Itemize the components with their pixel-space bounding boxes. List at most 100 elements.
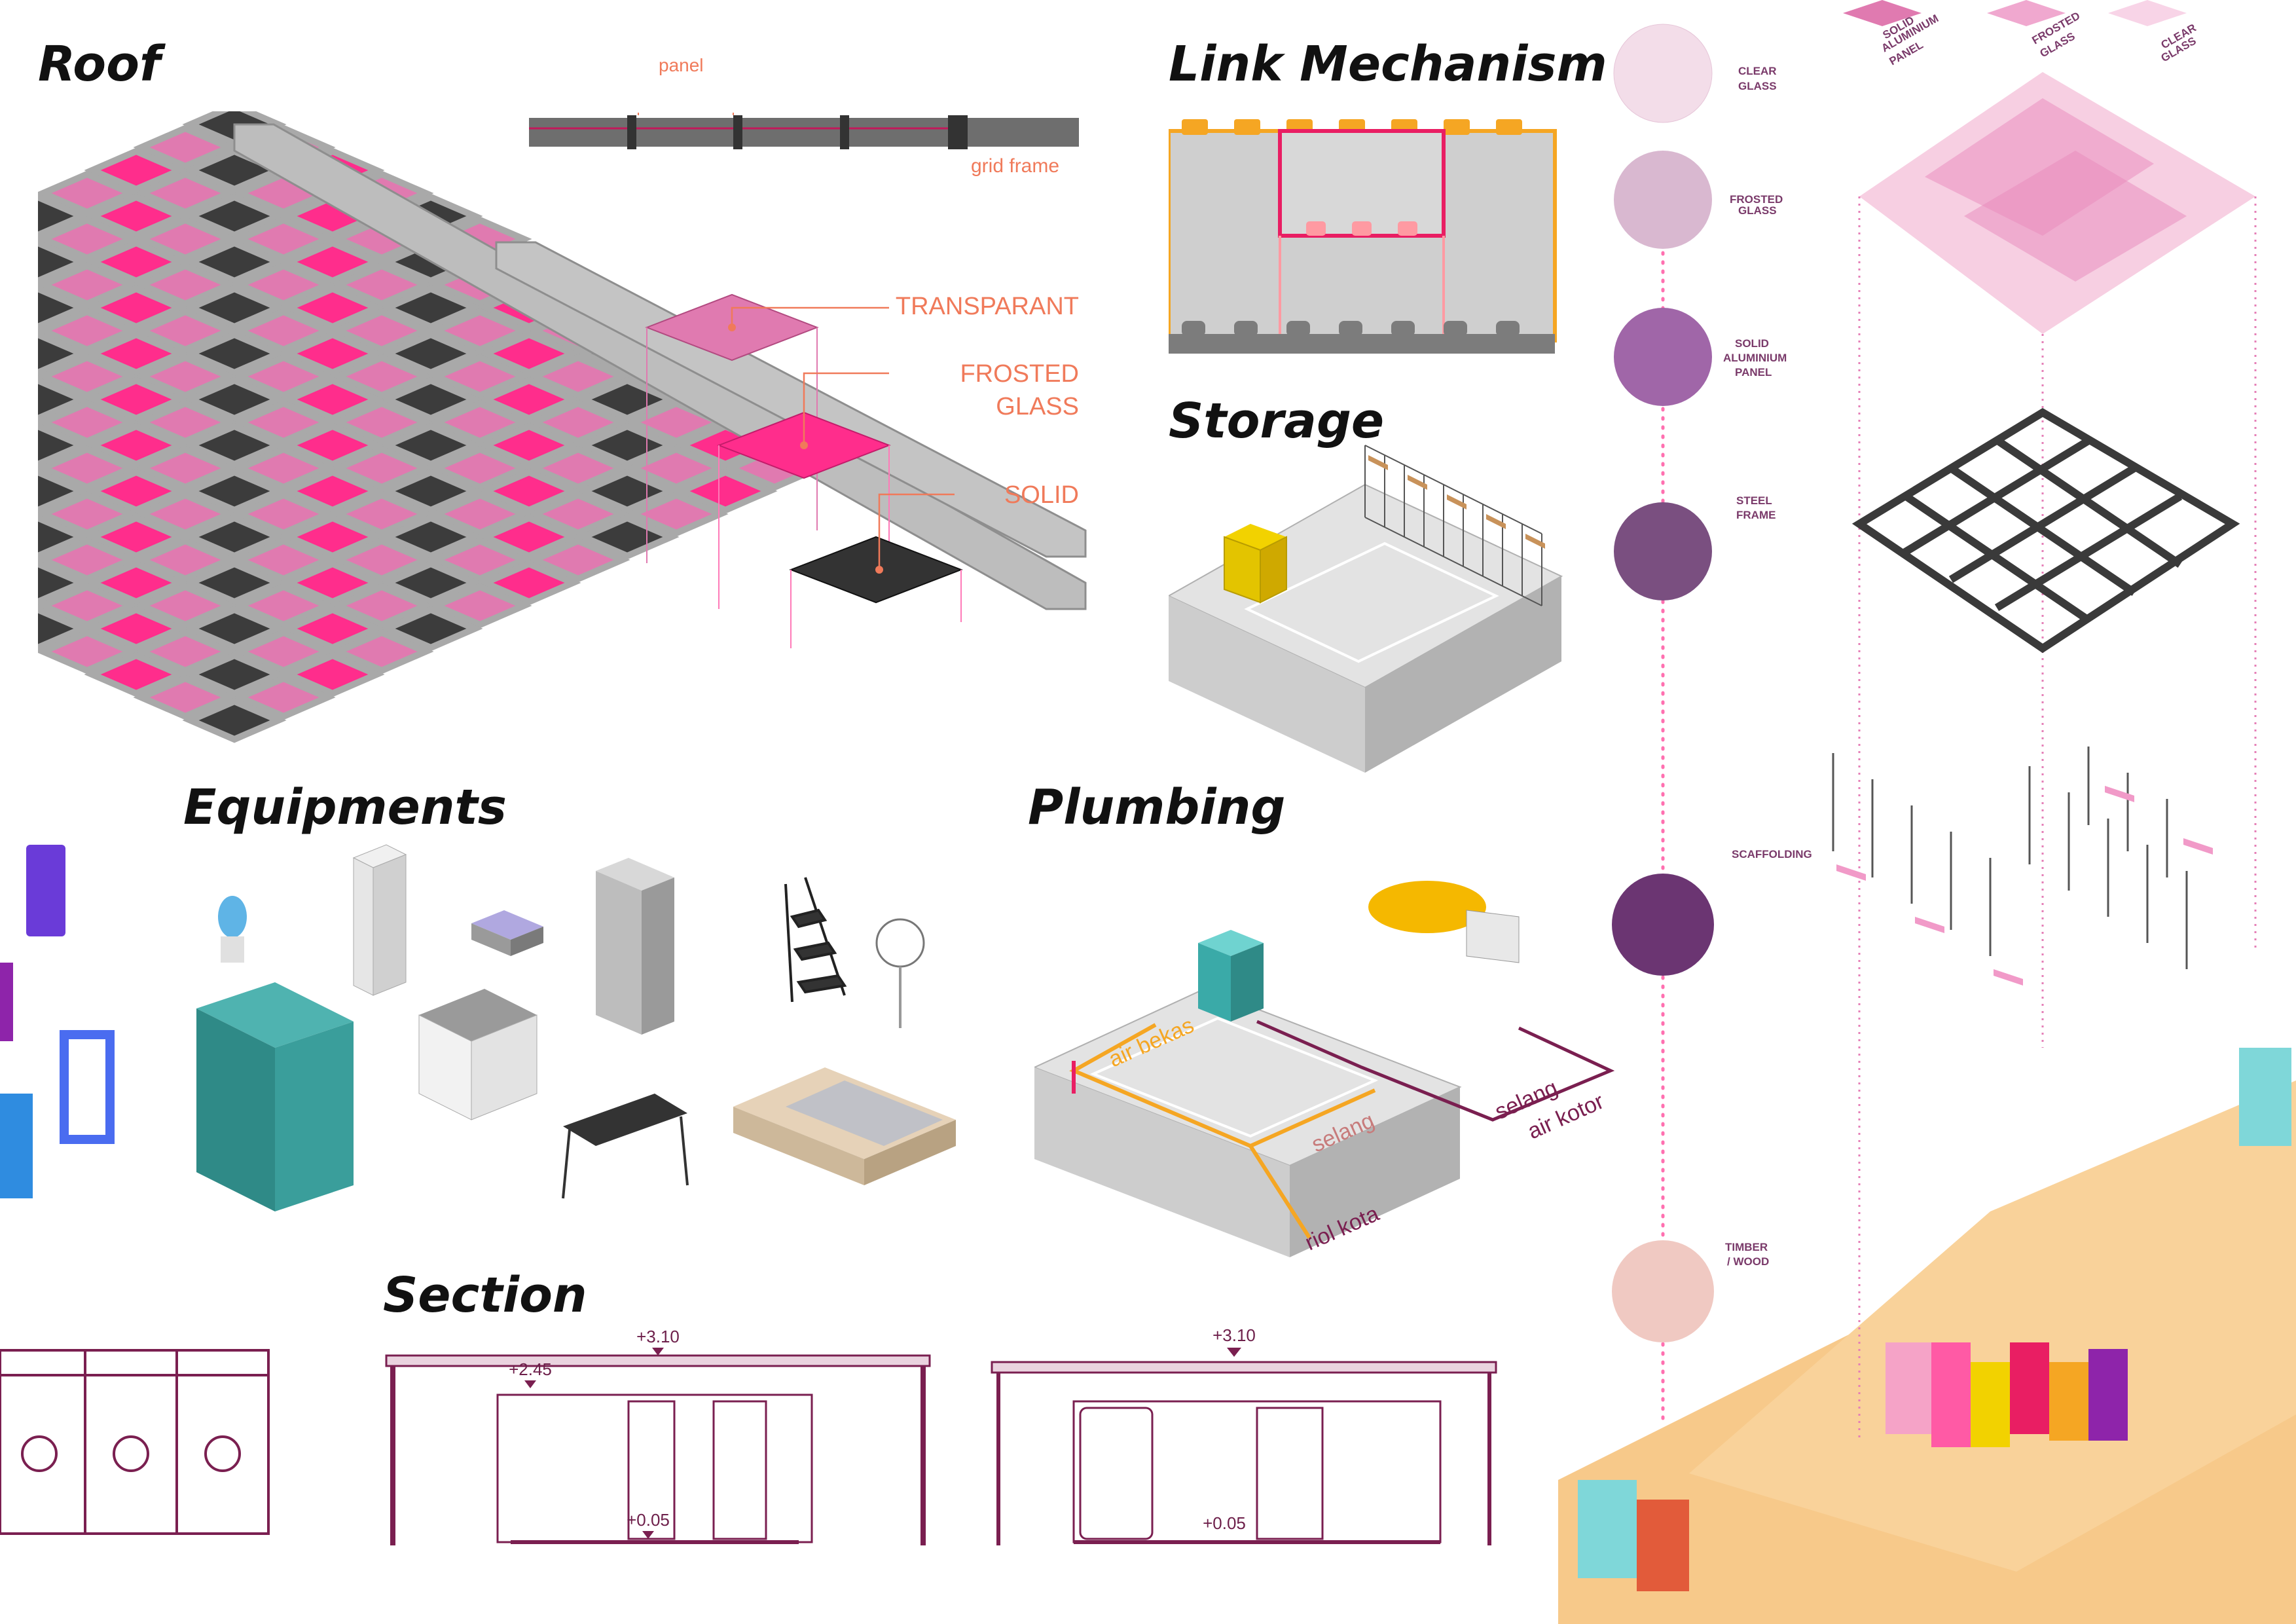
roof-tile	[38, 216, 139, 262]
storage-yellow-box	[1224, 524, 1287, 604]
equipments-diagram	[0, 844, 956, 1211]
water-truck-icon	[1368, 881, 1520, 963]
roof-tile	[428, 537, 532, 583]
roof-tile	[526, 445, 630, 491]
roof-tile	[280, 377, 385, 422]
roof-tile-field	[38, 111, 876, 743]
roof-tile	[231, 445, 336, 491]
table-icon	[562, 1094, 689, 1199]
timber-label-2: / WOOD	[1727, 1255, 1769, 1268]
steel-frame-label-2: FRAME	[1736, 509, 1776, 521]
roof-tile	[133, 124, 238, 170]
roof-tile	[84, 560, 189, 606]
roof-tile	[182, 331, 287, 377]
roof-tile	[84, 652, 189, 697]
clear-glass-label-2: GLASS	[1738, 80, 1777, 92]
roof-tile	[477, 560, 581, 606]
roof-tile	[378, 560, 483, 606]
portable-toilet-icon	[196, 982, 354, 1211]
roof-tile	[133, 445, 238, 491]
section-drawings: +3.10 +2.45 +0.05 +3.10 +0.05	[0, 1325, 1497, 1545]
roof-tile	[182, 193, 287, 239]
roof-tile	[231, 629, 336, 674]
roof-tile	[477, 422, 581, 468]
section-b-level-top: +3.10	[1212, 1325, 1256, 1345]
roof-tile	[280, 606, 385, 652]
roof-tile	[84, 147, 189, 193]
projection-lines	[1858, 196, 2257, 1441]
roof-tile	[378, 514, 483, 560]
roof-tile	[133, 262, 238, 308]
roof-tile	[329, 308, 434, 354]
roof-tile	[231, 537, 336, 583]
water-dispenser-icon	[218, 896, 247, 963]
fan-icon	[875, 918, 925, 1028]
solid-aluminium-label-1: SOLID	[1735, 337, 1769, 350]
frosted-glass-label-1: FROSTED	[1730, 193, 1783, 206]
roof-tile	[329, 354, 434, 399]
door-frame-icon	[60, 1030, 115, 1144]
scaffolding-layer	[1832, 747, 2188, 969]
material-swatches	[1612, 24, 1714, 1342]
roof-tile	[38, 354, 139, 399]
clear-glass-swatch	[1613, 24, 1713, 123]
roof-tile	[182, 468, 287, 514]
roof-tile	[477, 468, 581, 514]
roof-tile	[38, 377, 90, 422]
roof-tile	[329, 629, 434, 674]
roof-tile	[231, 262, 336, 308]
roof-tile	[329, 537, 434, 583]
roof-tile	[575, 422, 680, 468]
roof-tile	[378, 331, 483, 377]
plumbing-title: Plumbing	[1028, 779, 1286, 836]
roof-tile	[38, 399, 139, 445]
storage-diagram	[1169, 445, 1563, 773]
roof-tile	[378, 285, 483, 331]
legend-swatches	[1843, 0, 2187, 26]
shelf-icon	[26, 845, 65, 936]
roof-tile	[38, 560, 90, 606]
roof-tile	[526, 537, 630, 583]
equipments-title: Equipments	[183, 779, 507, 836]
roof-tile	[526, 399, 630, 445]
roof-tile	[182, 514, 287, 560]
frosted-glass-swatch	[1614, 151, 1712, 249]
scaffolding-label: SCAFFOLDING	[1732, 848, 1812, 860]
roof-tile	[329, 399, 434, 445]
roof-tile	[182, 560, 287, 606]
roof-tile	[38, 422, 90, 468]
roof-tile	[182, 239, 287, 285]
roof-tile	[84, 377, 189, 422]
roof-tile	[133, 354, 238, 399]
scaffolding-swatch	[1612, 874, 1714, 976]
clear-glass-label-1: CLEAR	[1738, 65, 1777, 77]
roof-tile	[84, 331, 189, 377]
roof-tile	[84, 239, 189, 285]
roof-tile	[133, 583, 238, 629]
solid-label: SOLID	[1004, 481, 1079, 509]
roof-tile	[575, 514, 680, 560]
roof-tile	[133, 629, 238, 674]
roof-tile	[38, 193, 90, 239]
storage-title: Storage	[1169, 393, 1385, 449]
roof-tile	[38, 537, 139, 583]
solid-aluminium-label-2: ALUMINIUM	[1723, 352, 1787, 364]
roof-tile	[231, 491, 336, 537]
roof-tile	[84, 514, 189, 560]
roof-tile	[38, 262, 139, 308]
section-title: Section	[383, 1267, 587, 1323]
roof-tile	[38, 285, 90, 331]
roof-tile	[477, 514, 581, 560]
section-a-level-floor: +0.05	[627, 1510, 670, 1530]
roof-tile	[231, 216, 336, 262]
roof-tile	[182, 285, 287, 331]
section-b-level-floor: +0.05	[1203, 1513, 1246, 1533]
timber-label-1: TIMBER	[1725, 1241, 1768, 1253]
roof-tile	[84, 285, 189, 331]
roof-tile	[280, 514, 385, 560]
roof-tile	[280, 285, 385, 331]
roof-tile	[133, 399, 238, 445]
storage-scaffold	[1364, 445, 1542, 606]
roof-tile	[526, 491, 630, 537]
roof-tile	[38, 514, 90, 560]
